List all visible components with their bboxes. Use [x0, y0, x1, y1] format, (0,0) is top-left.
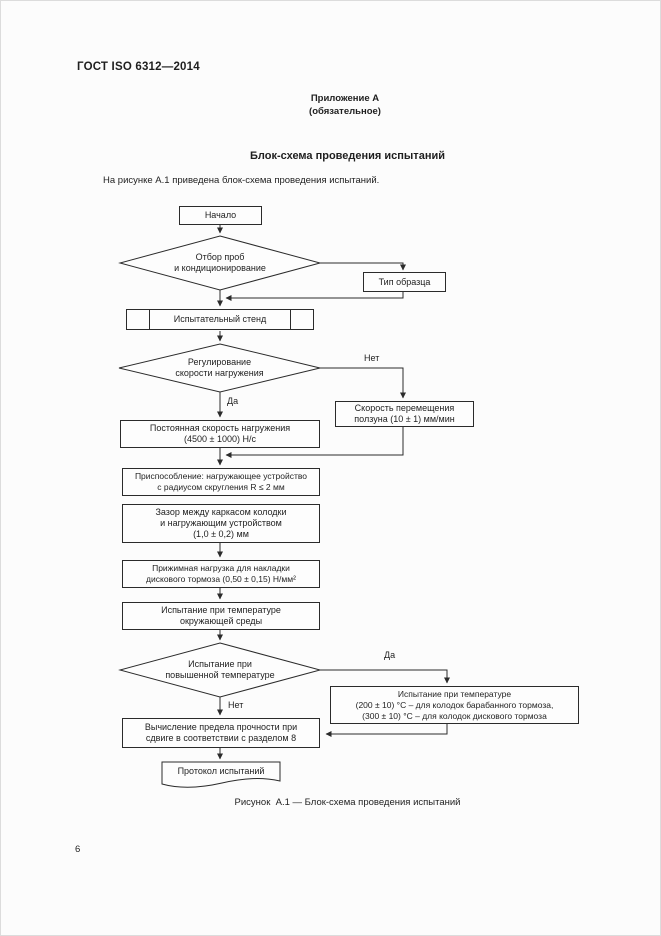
flow-node-start: Начало	[179, 206, 262, 225]
flow-node-protocol-text: Протокол испытаний	[177, 766, 265, 776]
connector-elevated-yes	[320, 669, 450, 684]
flow-node-slider-speed: Скорость перемещения ползуна (10 ± 1) мм…	[335, 401, 474, 427]
flow-node-pressing-load: Прижимная нагрузка для накладки дисковог…	[122, 560, 320, 588]
connector-elevated-return	[325, 724, 448, 737]
flow-node-sample-type: Тип образца	[363, 272, 446, 292]
intro-paragraph: На рисунке А.1 приведена блок-схема пров…	[103, 175, 380, 186]
flow-node-ambient-test: Испытание при температуре окружающей сре…	[122, 602, 320, 630]
page-title: Блок-схема проведения испытаний	[250, 150, 445, 162]
connector-slider-return	[225, 427, 404, 458]
flow-node-speed-regulation-text: Регулирование скорости нагружения	[175, 357, 264, 378]
page-number: 6	[75, 844, 81, 855]
flow-node-sampling-text: Отбор проб и кондиционирование	[174, 252, 266, 273]
figure-caption: Рисунок А.1 — Блок-схема проведения испы…	[234, 797, 461, 808]
predefined-process-right-bar	[290, 310, 291, 329]
flow-node-elevated-test: Испытание при температуре (200 ± 10) °С …	[330, 686, 579, 724]
flow-node-gap: Зазор между каркасом колодки и нагружающ…	[122, 504, 320, 543]
connector-sampling-to-sample-type	[320, 262, 406, 271]
predefined-process-left-bar	[149, 310, 150, 329]
edge-label-no-elevated: Нет	[228, 700, 244, 710]
document-shape-protocol	[161, 761, 281, 788]
edge-label-no-speed: Нет	[364, 353, 380, 363]
flow-node-elevated-decision-text: Испытание при повышенной температуре	[165, 659, 275, 680]
edge-label-yes-speed: Да	[227, 396, 239, 406]
edge-label-yes-elevated: Да	[384, 650, 396, 660]
flow-node-constant-speed: Постоянная скорость нагружения (4500 ± 1…	[120, 420, 320, 448]
document-header: ГОСТ ISO 6312—2014	[77, 61, 200, 73]
test-bench-label: Испытательный стенд	[173, 314, 267, 324]
flow-node-fixture: Приспособление: нагружающее устройство с…	[122, 468, 320, 496]
decision-diamond-speed-regulation	[118, 343, 321, 393]
decision-diamond-elevated-temperature	[118, 642, 322, 698]
connector-regulation-no	[320, 367, 406, 399]
flow-node-test-bench: Испытательный стенд	[126, 309, 314, 330]
connector-sample-type-return	[225, 292, 404, 301]
flow-node-shear-calc: Вычисление предела прочности при сдвиге …	[122, 718, 320, 748]
decision-diamond-sampling	[118, 235, 322, 291]
appendix-title: Приложение А (обязательное)	[309, 93, 381, 117]
